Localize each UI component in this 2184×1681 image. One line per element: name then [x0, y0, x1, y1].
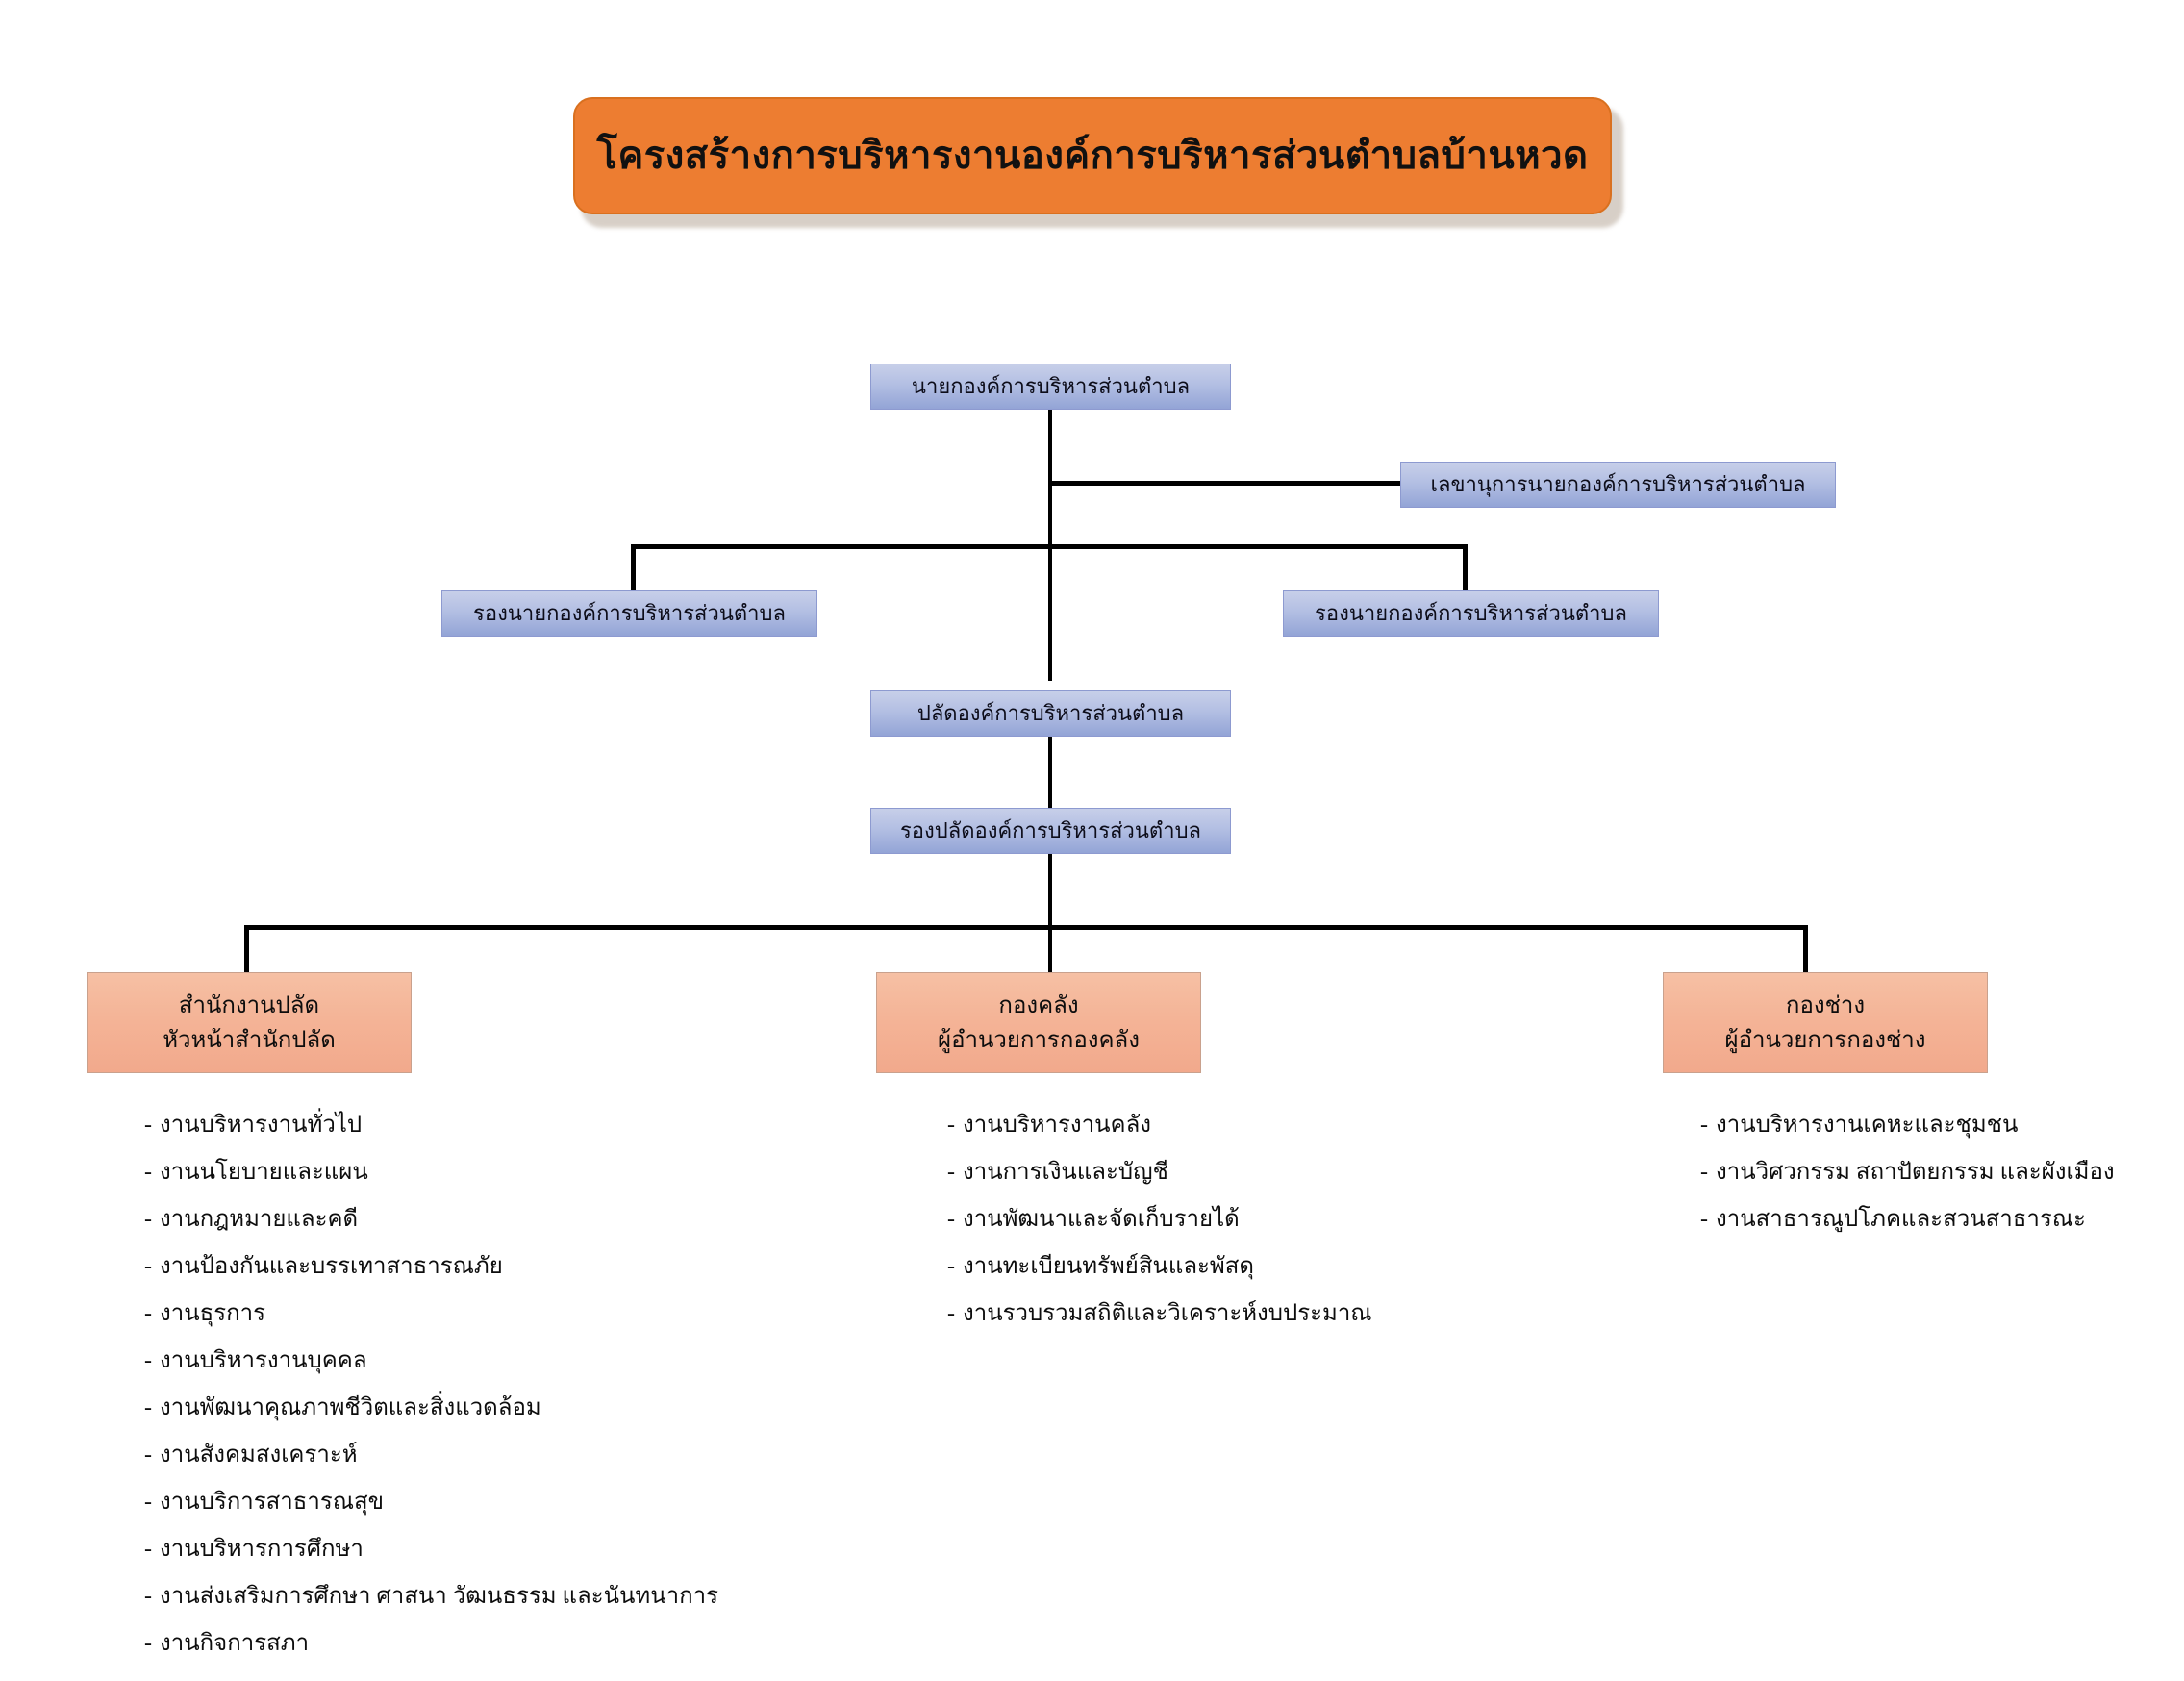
task-label: งานสาธารณูปโภคและสวนสาธารณะ	[1716, 1207, 2086, 1232]
node-department-treasury[interactable]: กองคลัง ผู้อำนวยการกองคลัง	[876, 972, 1201, 1073]
task-item: -งานบริหารงานบุคคล	[144, 1349, 718, 1372]
node-deputy-mayor-right-label: รองนายกองค์การบริหารส่วนตำบล	[1315, 601, 1627, 626]
task-bullet: -	[144, 1490, 152, 1515]
task-item: -งานบริหารการศึกษา	[144, 1538, 718, 1561]
task-label: งานส่งเสริมการศึกษา ศาสนา วัฒนธรรม และนั…	[160, 1584, 719, 1609]
task-bullet: -	[144, 1348, 152, 1373]
department-head: หัวหน้าสำนักปลัด	[163, 1027, 336, 1053]
node-deputy-clerk-label: รองปลัดองค์การบริหารส่วนตำบล	[899, 818, 1202, 843]
task-label: งานกิจการสภา	[160, 1631, 310, 1656]
task-label: งานบริหารงานบุคคล	[160, 1348, 367, 1373]
task-bullet: -	[947, 1254, 955, 1279]
task-bullet: -	[947, 1207, 955, 1232]
connector-department-right-drop	[1803, 925, 1808, 973]
node-deputy-mayor-right[interactable]: รองนายกองค์การบริหารส่วนตำบล	[1283, 590, 1659, 637]
task-label: งานพัฒนาคุณภาพชีวิตและสิ่งแวดล้อม	[160, 1395, 541, 1420]
task-item: -งานสาธารณูปโภคและสวนสาธารณะ	[1700, 1208, 2115, 1231]
task-bullet: -	[144, 1254, 152, 1279]
task-item: -งานพัฒนาและจัดเก็บรายได้	[947, 1208, 1372, 1231]
task-item: -งานบริหารงานทั่วไป	[144, 1114, 718, 1137]
connector-deputy-mayor-bar	[631, 544, 1468, 549]
task-item: -งานบริการสาธารณสุข	[144, 1491, 718, 1514]
task-bullet: -	[947, 1160, 955, 1185]
task-label: งานนโยบายและแผน	[160, 1160, 368, 1185]
task-label: งานการเงินและบัญชี	[963, 1160, 1168, 1185]
task-bullet: -	[1700, 1207, 1708, 1232]
department-head: ผู้อำนวยการกองคลัง	[938, 1027, 1140, 1053]
department-name: กองคลัง	[998, 992, 1079, 1018]
task-bullet: -	[144, 1207, 152, 1232]
task-bullet: -	[1700, 1113, 1708, 1138]
task-label: งานบริหารงานคลัง	[963, 1113, 1151, 1138]
node-secretary-label: เลขานุการนายกองค์การบริหารส่วนตำบล	[1430, 472, 1806, 497]
task-list-treasury: -งานบริหารงานคลัง-งานการเงินและบัญชี-งาน…	[947, 1114, 1372, 1349]
department-head: ผู้อำนวยการกองช่าง	[1724, 1027, 1926, 1053]
task-label: งานบริหารการศึกษา	[160, 1537, 364, 1562]
task-item: -งานกฎหมายและคดี	[144, 1208, 718, 1231]
task-item: -งานพัฒนาคุณภาพชีวิตและสิ่งแวดล้อม	[144, 1396, 718, 1419]
task-item: -งานกิจการสภา	[144, 1632, 718, 1655]
task-bullet: -	[1700, 1160, 1708, 1185]
node-mayor-label: นายกองค์การบริหารส่วนตำบล	[911, 374, 1191, 399]
node-secretary[interactable]: เลขานุการนายกองค์การบริหารส่วนตำบล	[1400, 462, 1836, 508]
task-bullet: -	[947, 1301, 955, 1326]
task-label: งานป้องกันและบรรเทาสาธารณภัย	[160, 1254, 503, 1279]
task-bullet: -	[144, 1301, 152, 1326]
task-bullet: -	[144, 1584, 152, 1609]
node-mayor[interactable]: นายกองค์การบริหารส่วนตำบล	[870, 364, 1231, 410]
department-name: สำนักงานปลัด	[178, 992, 320, 1018]
node-department-public-works[interactable]: กองช่าง ผู้อำนวยการกองช่าง	[1663, 972, 1988, 1073]
task-bullet: -	[144, 1395, 152, 1420]
task-label: งานพัฒนาและจัดเก็บรายได้	[963, 1207, 1240, 1232]
task-list-office-of-clerk: -งานบริหารงานทั่วไป-งานนโยบายและแผน-งานก…	[144, 1114, 718, 1679]
title-banner: โครงสร้างการบริหารงานองค์การบริหารส่วนตำ…	[573, 97, 1612, 214]
task-item: -งานบริหารงานคลัง	[947, 1114, 1372, 1137]
task-bullet: -	[947, 1113, 955, 1138]
node-deputy-mayor-left[interactable]: รองนายกองค์การบริหารส่วนตำบล	[441, 590, 817, 637]
task-label: งานสังคมสงเคราะห์	[160, 1443, 358, 1468]
department-name: กองช่าง	[1785, 992, 1866, 1018]
task-label: งานกฎหมายและคดี	[160, 1207, 359, 1232]
node-clerk-label: ปลัดองค์การบริหารส่วนตำบล	[916, 701, 1185, 726]
task-list-public-works: -งานบริหารงานเคหะและชุมชน-งานวิศวกรรม สถ…	[1700, 1114, 2115, 1255]
task-bullet: -	[144, 1113, 152, 1138]
connector-department-left-drop	[244, 925, 249, 973]
node-deputy-clerk[interactable]: รองปลัดองค์การบริหารส่วนตำบล	[870, 808, 1231, 854]
connector-department-bar	[244, 925, 1808, 930]
task-bullet: -	[144, 1631, 152, 1656]
task-label: งานทะเบียนทรัพย์สินและพัสดุ	[963, 1254, 1254, 1279]
connector-secretary-horizontal	[1048, 481, 1400, 486]
page-title: โครงสร้างการบริหารงานองค์การบริหารส่วนตำ…	[596, 134, 1589, 177]
task-item: -งานนโยบายและแผน	[144, 1161, 718, 1184]
task-label: งานรวบรวมสถิติและวิเคราะห์งบประมาณ	[963, 1301, 1372, 1326]
node-clerk[interactable]: ปลัดองค์การบริหารส่วนตำบล	[870, 690, 1231, 737]
node-deputy-mayor-left-label: รองนายกองค์การบริหารส่วนตำบล	[473, 601, 786, 626]
task-label: งานบริการสาธารณสุข	[160, 1490, 385, 1515]
task-label: งานวิศวกรรม สถาปัตยกรรม และผังเมือง	[1716, 1160, 2115, 1185]
task-item: -งานวิศวกรรม สถาปัตยกรรม และผังเมือง	[1700, 1161, 2115, 1184]
task-label: งานบริหารงานทั่วไป	[160, 1113, 363, 1138]
task-item: -งานทะเบียนทรัพย์สินและพัสดุ	[947, 1255, 1372, 1278]
node-department-office-of-clerk[interactable]: สำนักงานปลัด หัวหน้าสำนักปลัด	[87, 972, 412, 1073]
task-item: -งานการเงินและบัญชี	[947, 1161, 1372, 1184]
task-item: -งานรวบรวมสถิติและวิเคราะห์งบประมาณ	[947, 1302, 1372, 1325]
task-label: งานบริหารงานเคหะและชุมชน	[1716, 1113, 2019, 1138]
connector-deputy-clerk-trunk	[1048, 852, 1052, 975]
connector-deputy-mayor-right-drop	[1463, 544, 1468, 590]
task-bullet: -	[144, 1537, 152, 1562]
task-bullet: -	[144, 1443, 152, 1468]
connector-clerk-to-deputy-clerk	[1048, 737, 1052, 808]
task-label: งานธุรการ	[160, 1301, 266, 1326]
task-item: -งานส่งเสริมการศึกษา ศาสนา วัฒนธรรม และน…	[144, 1585, 718, 1608]
task-bullet: -	[144, 1160, 152, 1185]
task-item: -งานบริหารงานเคหะและชุมชน	[1700, 1114, 2115, 1137]
task-item: -งานสังคมสงเคราะห์	[144, 1443, 718, 1467]
connector-deputy-mayor-left-drop	[631, 544, 636, 590]
task-item: -งานป้องกันและบรรเทาสาธารณภัย	[144, 1255, 718, 1278]
task-item: -งานธุรการ	[144, 1302, 718, 1325]
